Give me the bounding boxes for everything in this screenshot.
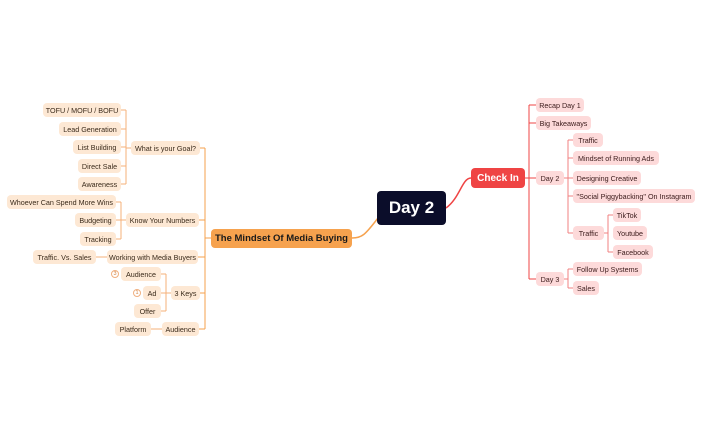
- center-topic[interactable]: Day 2: [377, 191, 446, 225]
- keys-item-ad[interactable]: Ad: [143, 286, 161, 300]
- keys-item-offer[interactable]: Offer: [134, 304, 161, 318]
- numbers-item-budgeting[interactable]: Budgeting: [75, 213, 116, 227]
- check-in-topic[interactable]: Check In: [471, 168, 525, 188]
- traffic-item-youtube[interactable]: Youtube: [613, 226, 647, 240]
- buyers-item-traffic-vs-sales[interactable]: Traffic. Vs. Sales: [33, 250, 96, 264]
- goal-item-list-building[interactable]: List Building: [73, 140, 121, 154]
- day2-item-mindset[interactable]: Mindset of Running Ads: [573, 151, 659, 165]
- numbers-item-tracking[interactable]: Tracking: [80, 232, 116, 246]
- traffic-item-facebook[interactable]: Facebook: [613, 245, 653, 259]
- day3-item-follow-up[interactable]: Follow Up Systems: [573, 262, 642, 276]
- goal-item-tofu[interactable]: TOFU / MOFU / BOFU: [43, 103, 121, 117]
- day2-item-social-piggybacking[interactable]: "Social Piggybacking" On Instagram: [573, 189, 695, 203]
- three-keys-topic[interactable]: 3 Keys: [171, 286, 200, 300]
- day2-item-designing-creative[interactable]: Designing Creative: [573, 171, 641, 185]
- recap-day-1-topic[interactable]: Recap Day 1: [536, 98, 584, 112]
- day-3-topic[interactable]: Day 3: [536, 272, 564, 286]
- ad-count-badge: 1: [133, 289, 141, 297]
- goal-item-lead-generation[interactable]: Lead Generation: [59, 122, 121, 136]
- day3-item-sales[interactable]: Sales: [573, 281, 599, 295]
- traffic-item-tiktok[interactable]: TikTok: [613, 208, 641, 222]
- goal-topic[interactable]: What is your Goal?: [131, 141, 200, 155]
- big-takeaways-topic[interactable]: Big Takeaways: [536, 116, 591, 130]
- keys-item-audience[interactable]: Audience: [121, 267, 161, 281]
- audience-item-platform[interactable]: Platform: [115, 322, 151, 336]
- day2-item-traffic[interactable]: Traffic: [573, 133, 603, 147]
- audience-count-badge: 3: [111, 270, 119, 278]
- numbers-item-whoever-spend[interactable]: Whoever Can Spend More Wins: [7, 195, 116, 209]
- goal-item-direct-sale[interactable]: Direct Sale: [78, 159, 121, 173]
- audience-topic[interactable]: Audience: [162, 322, 199, 336]
- day2-item-traffic-group[interactable]: Traffic: [573, 226, 604, 240]
- media-buyers-topic[interactable]: Working with Media Buyers: [107, 250, 198, 264]
- mindset-media-buying-topic[interactable]: The Mindset Of Media Buying: [211, 229, 352, 248]
- numbers-topic[interactable]: Know Your Numbers: [126, 213, 199, 227]
- day-2-topic[interactable]: Day 2: [536, 171, 564, 185]
- goal-item-awareness[interactable]: Awareness: [78, 177, 121, 191]
